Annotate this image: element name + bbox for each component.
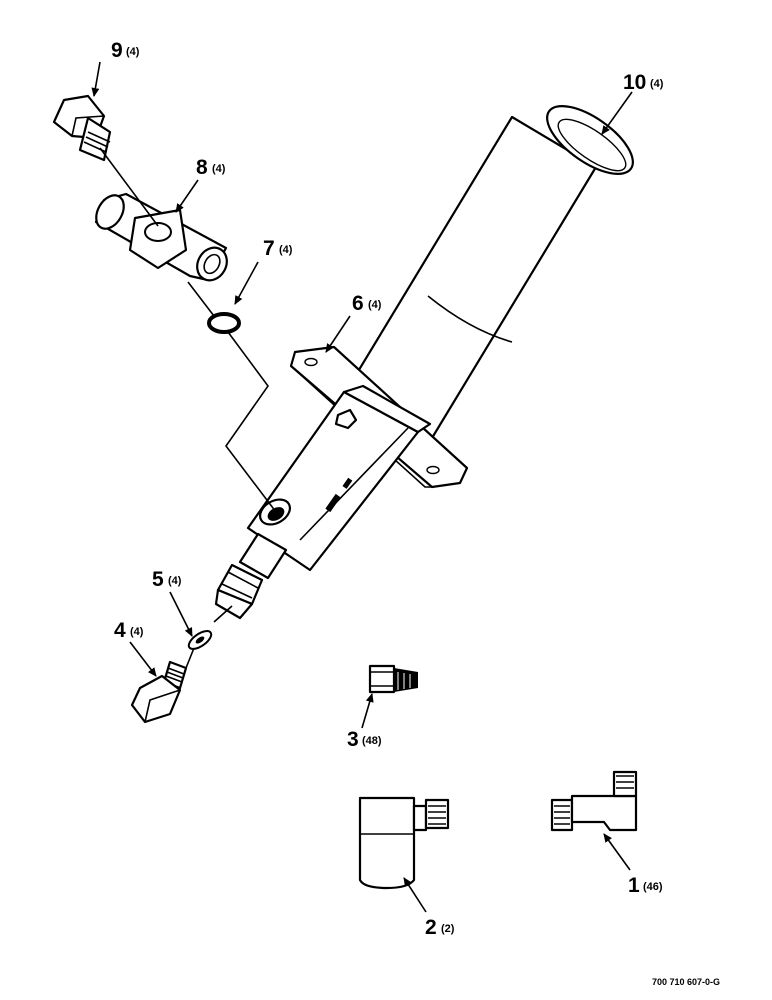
callout-8: 8 (4) <box>196 156 226 179</box>
callout-number: 10 <box>623 71 646 94</box>
callout-qty: (4) <box>168 575 182 587</box>
angled-fitting-drawing <box>550 770 638 832</box>
callout-6: 6 (4) <box>352 292 382 315</box>
callout-qty: (4) <box>212 163 226 175</box>
tube-assembly-drawing <box>346 105 634 440</box>
callout-number: 5 <box>152 568 164 591</box>
callout-4: 4 (4) <box>114 619 144 642</box>
callout-qty: (48) <box>362 735 382 747</box>
assembly-leader-lines <box>99 147 277 669</box>
hex-bolt-drawing <box>130 660 188 724</box>
callout-number: 2 <box>425 916 437 939</box>
housing-block-drawing <box>246 384 432 572</box>
callout-9: 9 (4) <box>111 39 140 62</box>
plug-fitting-drawing <box>368 664 418 694</box>
callout-number: 1 <box>628 874 640 897</box>
callout-qty: (4) <box>130 626 144 638</box>
callout-2: 2 (2) <box>425 916 455 939</box>
banjo-bolt-drawing <box>52 94 112 162</box>
banjo-fitting-drawing <box>94 192 228 282</box>
callout-3: 3 (48) <box>347 728 382 751</box>
callout-1: 1 (46) <box>628 874 663 897</box>
callout-number: 8 <box>196 156 208 179</box>
callout-qty: (4) <box>126 46 140 58</box>
callout-10: 10 (4) <box>623 71 664 94</box>
drawing-reference-code: 700 710 607-0-G <box>652 977 720 987</box>
callout-arrows <box>91 61 633 913</box>
callout-number: 7 <box>263 237 275 260</box>
nozzle-fitting-drawing <box>214 532 288 620</box>
callout-7: 7 (4) <box>263 237 293 260</box>
callout-qty: (4) <box>279 244 293 256</box>
callout-qty: (46) <box>643 881 663 893</box>
washer-hole <box>195 636 205 644</box>
callout-qty: (2) <box>441 923 455 935</box>
callout-5: 5 (4) <box>152 568 182 591</box>
callout-number: 3 <box>347 728 359 751</box>
elbow-fitting-drawing <box>358 796 450 890</box>
callout-number: 4 <box>114 619 126 642</box>
callout-qty: (4) <box>368 299 382 311</box>
callout-qty: (4) <box>650 78 664 90</box>
callout-number: 6 <box>352 292 364 315</box>
o-ring-drawing <box>207 312 241 334</box>
callout-number: 9 <box>111 39 123 62</box>
